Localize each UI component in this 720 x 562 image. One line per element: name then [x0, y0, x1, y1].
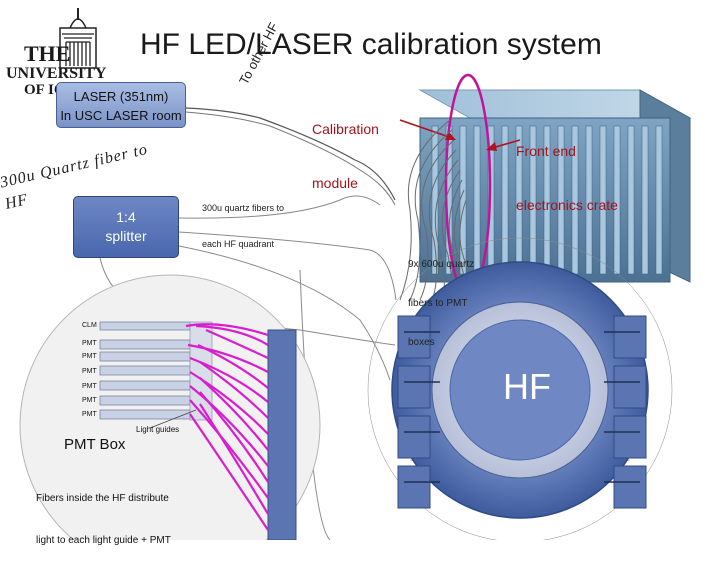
diagram-canvas: [19, 8, 692, 540]
pmt-label: PMT: [82, 411, 97, 418]
crate-arrow: [491, 139, 521, 149]
light-guide-fibers: [185, 323, 269, 531]
fibers-inside-hf-note: Fibers inside the HF distribute light to…: [36, 464, 171, 562]
splitter-box: 1:4 splitter: [73, 196, 179, 258]
calibration-module-line1: Calibration: [312, 121, 379, 137]
pmt-label: PMT: [82, 383, 97, 390]
hf-ring: [367, 237, 673, 540]
pmt-fibers-line2: fibers to PMT: [408, 298, 468, 309]
pmt-fibers-line3: boxes: [408, 337, 435, 348]
splitter-line1: 1:4: [116, 209, 136, 225]
calibration-module-line2: module: [312, 175, 358, 191]
pmt-fibers-line1: 9x 600u quartz: [408, 259, 475, 270]
laser-box-line2: In USC LASER room: [60, 108, 182, 123]
calibration-module-label: Calibration module: [312, 84, 379, 210]
pmt-box-label: PMT Box: [64, 436, 126, 453]
laser-box: LASER (351nm) In USC LASER room: [56, 82, 186, 128]
pmt-box-drawing: [99, 321, 297, 540]
fibers-note-line2: light to each light guide + PMT: [36, 535, 171, 546]
hf-label: HF: [503, 366, 551, 407]
pmt-label: PMT: [82, 368, 97, 375]
university-logo-line2: UNIVERSITY: [6, 65, 107, 82]
pmt-fibers-note: 9x 600u quartz fibers to PMT boxes: [408, 232, 474, 362]
pmt-label: PMT: [82, 353, 97, 360]
university-seal-icon: [59, 8, 97, 69]
calibration-arrow: [399, 119, 453, 139]
pmt-label: PMT: [82, 397, 97, 404]
front-end-crate-label: Front end electronics crate: [516, 106, 618, 232]
fibers-note-line1: Fibers inside the HF distribute: [36, 493, 169, 504]
page-title: HF LED/LASER calibration system: [140, 28, 602, 61]
hf-pmt-boxes: [397, 315, 647, 509]
front-end-crate-line1: Front end: [516, 143, 576, 159]
quadrant-fibers-line1: 300u quartz fibers to: [202, 203, 285, 213]
quadrant-fibers-line2: each HF quadrant: [202, 239, 275, 249]
laser-fiber: [185, 107, 396, 201]
front-end-crate-line2: electronics crate: [516, 197, 618, 213]
laser-box-line1: LASER (351nm): [73, 89, 169, 104]
university-logo-line1: THE: [24, 41, 71, 66]
splitter-line2: splitter: [105, 228, 147, 244]
quadrant-fibers-note: 300u quartz fibers to each HF quadrant: [202, 178, 284, 262]
light-guides-label: Light guides: [136, 425, 180, 434]
pmt-label-clm: CLM: [82, 322, 97, 329]
pmt-label: PMT: [82, 340, 97, 347]
